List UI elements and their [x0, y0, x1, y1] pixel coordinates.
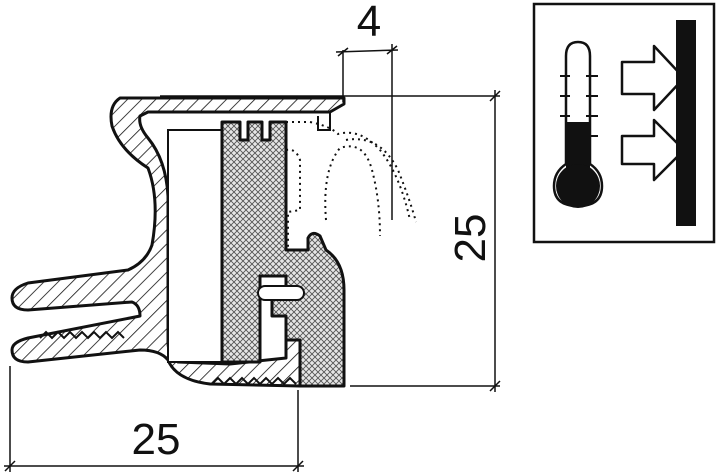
- dimension-right-25: 25: [160, 90, 501, 392]
- thermometer-icon: [552, 40, 604, 208]
- wall-icon: [676, 20, 696, 226]
- flexible-seal-dotted: [285, 121, 417, 250]
- cavity-wall: [167, 129, 223, 363]
- serration-base: [211, 376, 297, 386]
- arrow-right-icon: [620, 44, 686, 112]
- dimension-bottom-25: 25: [4, 366, 304, 472]
- dimension-bottom-label: 25: [132, 415, 181, 464]
- profile-lip: [148, 111, 331, 131]
- gasket-insert: [220, 120, 346, 388]
- arrow-right-icon: [620, 118, 686, 182]
- dimension-top-4: 4: [335, 0, 399, 220]
- dimension-right-label: 25: [446, 214, 495, 263]
- dimension-top-label: 4: [357, 0, 381, 46]
- heat-transfer-icon-panel: [532, 2, 716, 244]
- insert-slot: [257, 285, 305, 301]
- serration-lower-fin: [39, 330, 125, 340]
